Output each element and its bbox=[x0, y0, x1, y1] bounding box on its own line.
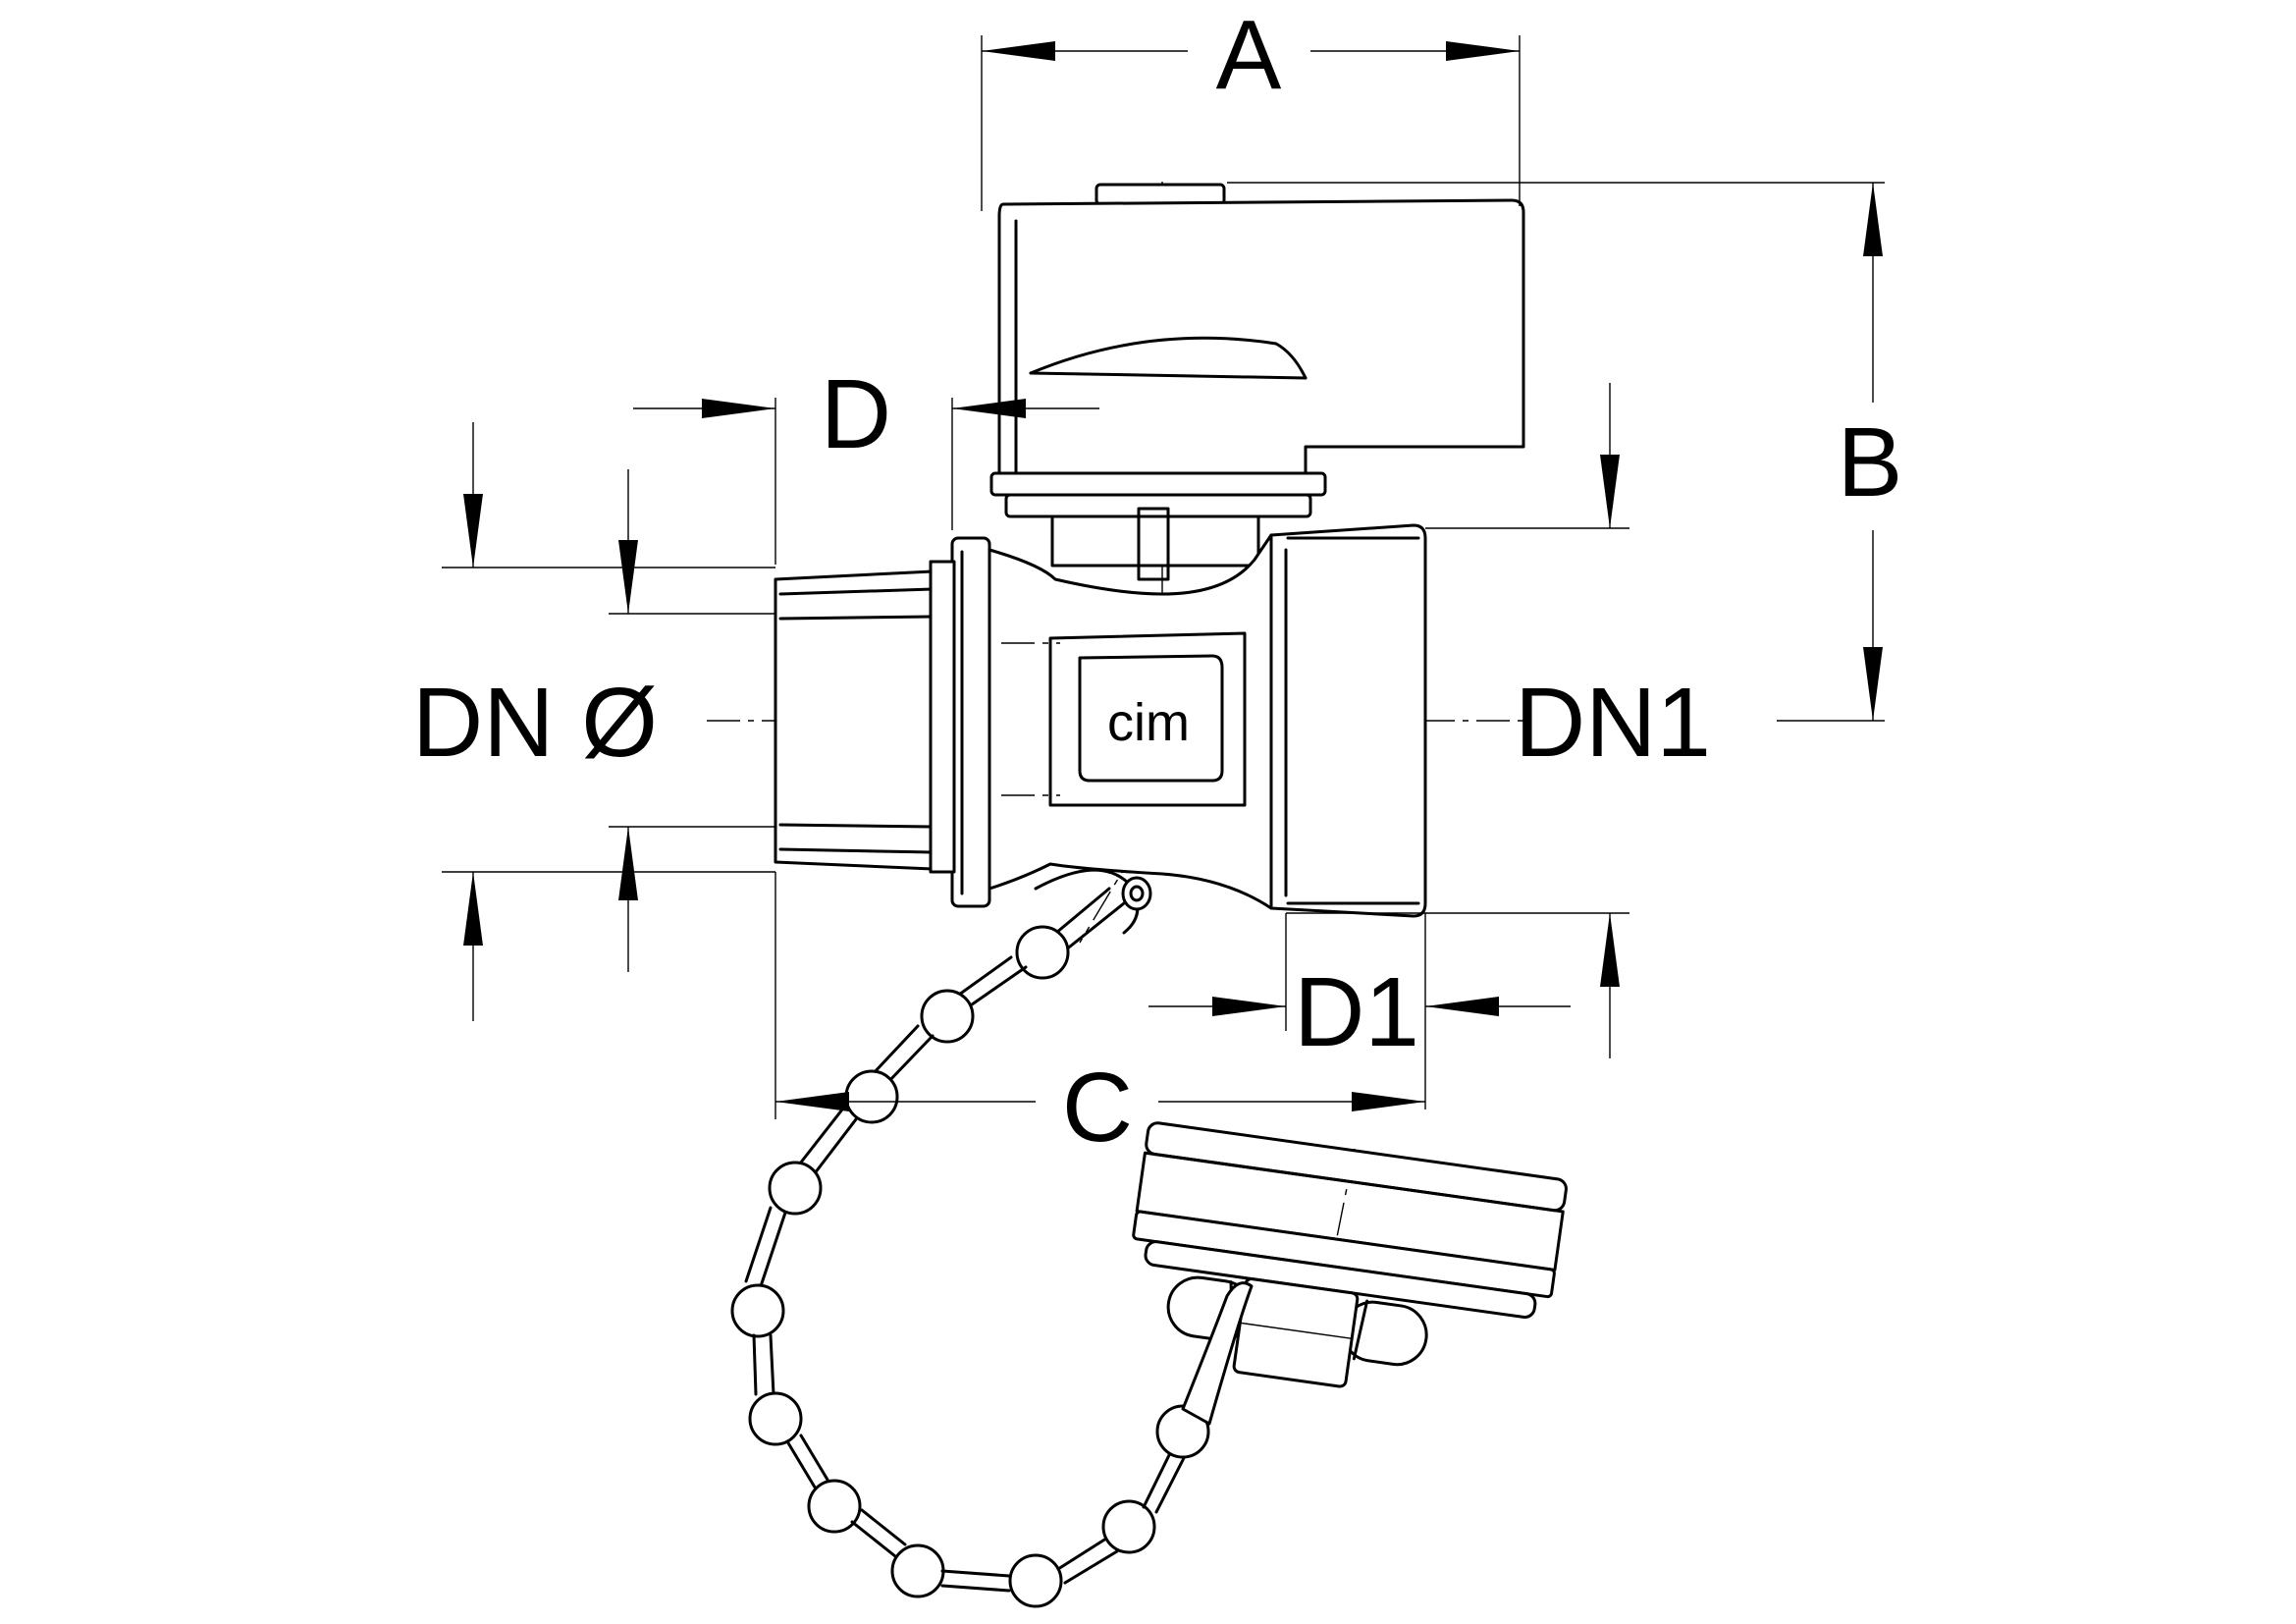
dim-label-a: A bbox=[1216, 0, 1282, 110]
dimensions: A B D DN Ø bbox=[412, 0, 1902, 1163]
valve-body: cim bbox=[774, 523, 1427, 918]
dim-label-d1: D1 bbox=[1294, 957, 1419, 1067]
brand-logo-text: cim bbox=[1107, 693, 1190, 752]
dust-cap bbox=[1132, 1121, 1568, 1426]
handle-lever bbox=[989, 183, 1525, 581]
dim-label-dn-dia: DN Ø bbox=[412, 668, 658, 778]
dim-label-d: D bbox=[821, 359, 891, 469]
dim-label-b: B bbox=[1838, 407, 1903, 517]
dim-label-dn1: DN1 bbox=[1515, 668, 1711, 778]
chain bbox=[730, 868, 1225, 1608]
dim-label-c: C bbox=[1062, 1053, 1133, 1163]
